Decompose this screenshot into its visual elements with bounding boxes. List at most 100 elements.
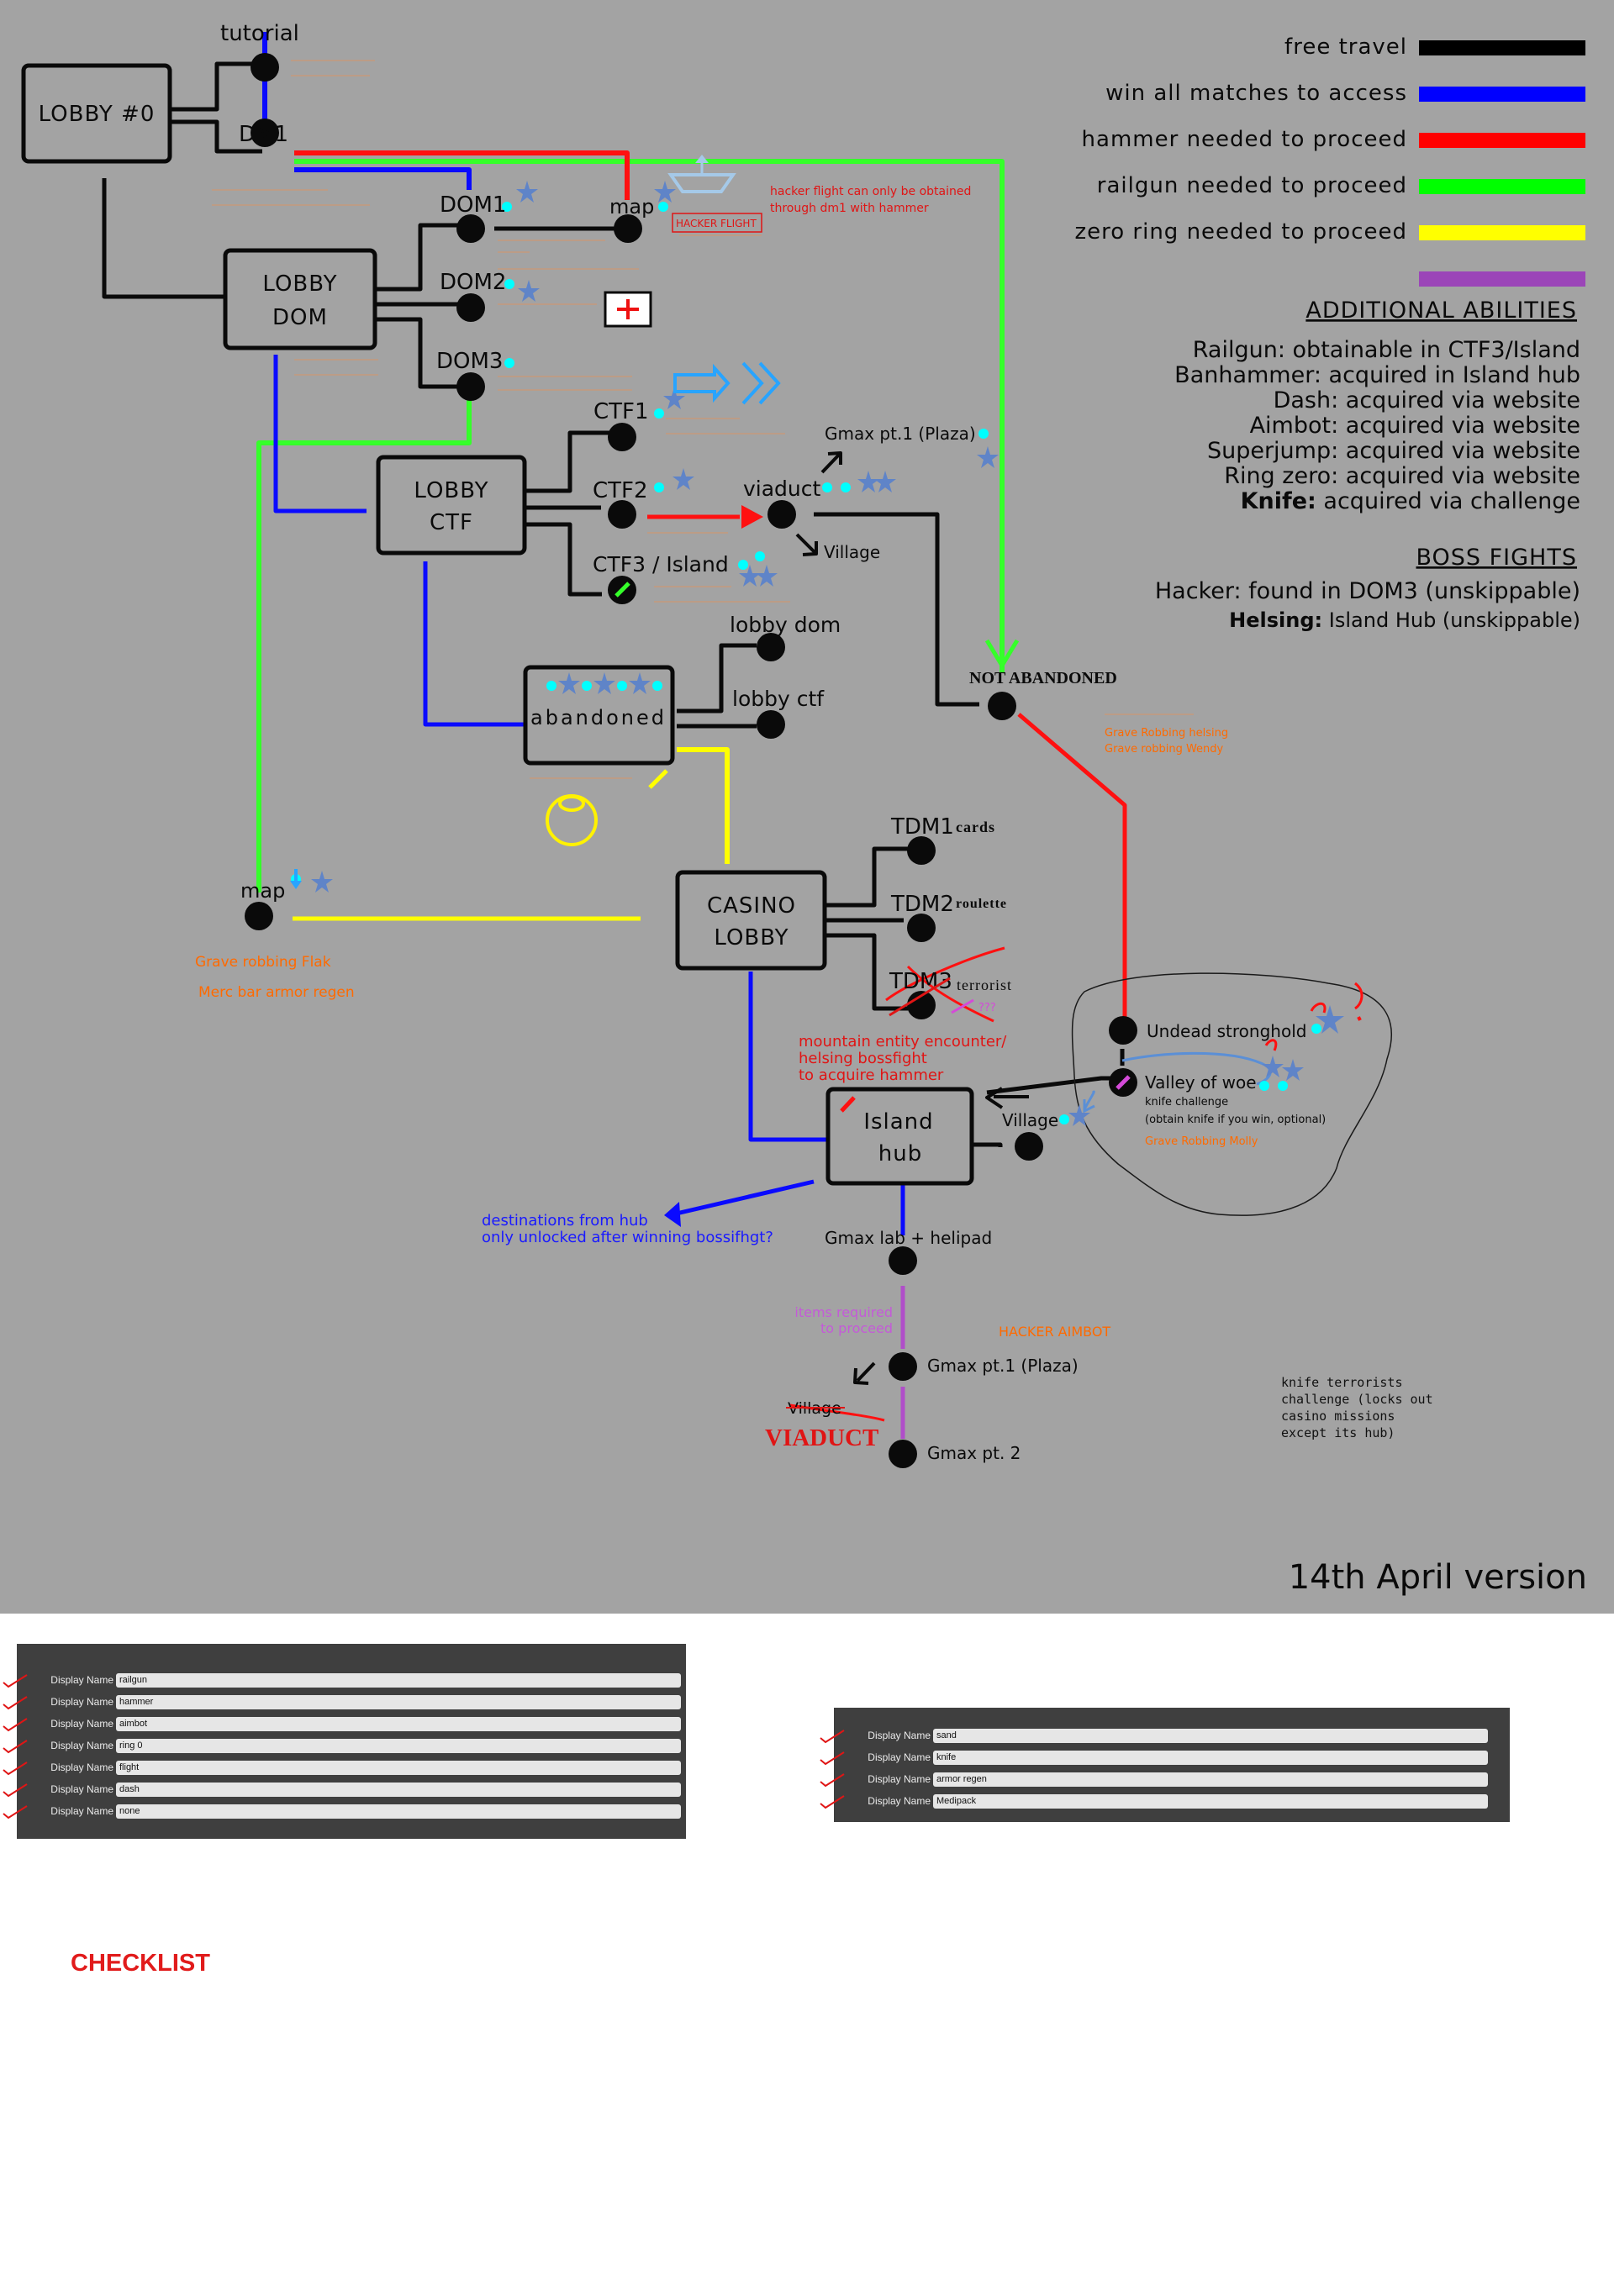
display-name-field[interactable]: flight xyxy=(116,1761,681,1775)
display-name-label: Display Name xyxy=(868,1795,931,1807)
node-viaduct[interactable] xyxy=(767,500,796,529)
note-hacker-flight-2: through dm1 with hammer xyxy=(770,202,929,215)
display-name-field[interactable]: railgun xyxy=(116,1673,681,1688)
label-ctf3: CTF3 / Island xyxy=(593,552,729,577)
label-lobby-ctf: lobby ctf xyxy=(732,687,825,711)
path-railgun-dm1-notabandoned xyxy=(294,159,1005,672)
node-gmax-lab[interactable] xyxy=(889,1246,917,1275)
island-outline xyxy=(1071,972,1393,1216)
island-box xyxy=(825,1087,974,1186)
display-name-field[interactable]: Medipack xyxy=(933,1794,1488,1809)
node-ctf1[interactable] xyxy=(608,423,636,451)
map-nodes xyxy=(245,53,1137,1468)
ability-name-2: Dash: xyxy=(1274,387,1339,413)
ability-name-3: Aimbot: xyxy=(1250,413,1339,439)
arrow-village-struck-head xyxy=(853,1367,869,1385)
note-knife-3: casino missions xyxy=(1281,1409,1395,1424)
node-ctf2[interactable] xyxy=(608,500,636,529)
level-map-diagram: LOBBY #0 LOBBY DOM LOBBY CTF abandoned C… xyxy=(0,0,1614,1614)
legend-swatch-4 xyxy=(1419,225,1585,240)
note-map2-2: Merc bar armor regen xyxy=(198,984,355,1001)
casino-box xyxy=(675,870,827,971)
arrow-island-head xyxy=(985,1087,1004,1109)
node-gmax-pt2[interactable] xyxy=(889,1440,917,1468)
node-village-island[interactable] xyxy=(1015,1132,1043,1161)
label-gmax-lab: Gmax lab + helipad xyxy=(825,1228,992,1248)
node-map1[interactable] xyxy=(614,214,642,243)
legend-label-2: hammer needed to proceed xyxy=(1082,127,1407,152)
node-dom1[interactable] xyxy=(456,214,485,243)
arrow-village-struck xyxy=(856,1361,876,1382)
node-lobby-ctf[interactable] xyxy=(757,710,785,739)
check-mark-icon xyxy=(3,1761,28,1776)
node-undead[interactable] xyxy=(1109,1016,1137,1045)
node-lobby-dom[interactable] xyxy=(757,633,785,661)
display-name-field[interactable]: knife xyxy=(933,1751,1488,1765)
ability-row-5: Ring zero: acquired via website xyxy=(1224,463,1580,489)
arrow-railgun-notab xyxy=(984,639,1020,668)
label-tdm3-note: terrorist xyxy=(957,977,1012,993)
island-label-1: Island xyxy=(863,1109,933,1135)
node-dom2[interactable] xyxy=(456,293,485,322)
label-viaduct: viaduct xyxy=(743,477,821,501)
legend-label-0: free travel xyxy=(1284,34,1407,60)
checklist-title: CHECKLIST xyxy=(71,1950,210,1977)
label-map2: map xyxy=(240,879,285,903)
abilities-list: Railgun: obtainable in CTF3/IslandBanham… xyxy=(1174,337,1580,514)
check-mark-icon xyxy=(820,1773,845,1788)
arrow-gmax-plaza xyxy=(820,452,841,474)
display-name-field[interactable]: aimbot xyxy=(116,1717,681,1731)
note-notab-2: Grave robbing Wendy xyxy=(1105,743,1224,756)
map2-arrow-icon xyxy=(290,869,302,889)
lobbyctf-label-2: CTF xyxy=(430,510,473,535)
mark-ring-slash xyxy=(648,769,668,789)
legend-swatch-1 xyxy=(1419,87,1585,102)
ability-name-1: Banhammer: xyxy=(1174,362,1321,388)
display-name-field[interactable]: hammer xyxy=(116,1695,681,1709)
path-blue-dom-ctf xyxy=(273,355,367,513)
ability-name-5: Ring zero: xyxy=(1224,463,1338,489)
display-name-field[interactable]: dash xyxy=(116,1783,681,1797)
node-dom3[interactable] xyxy=(456,372,485,401)
hacker-flight-box xyxy=(672,213,762,233)
node-map2[interactable] xyxy=(245,902,273,930)
boss-helsing: Helsing: Island Hub (unskippable) xyxy=(1229,608,1580,632)
label-tdm2: TDM2 xyxy=(890,892,954,917)
note-mountain-2: helsing bossfight xyxy=(799,1050,927,1067)
node-tdm2[interactable] xyxy=(907,914,936,942)
node-gmax-pt1[interactable] xyxy=(889,1352,917,1381)
ability-row-1: Banhammer: acquired in Island hub xyxy=(1174,362,1580,388)
label-tutorial: tutorial xyxy=(220,21,299,46)
boss-helsing-name: Helsing: xyxy=(1229,608,1322,632)
note-destinations-1: destinations from hub xyxy=(482,1212,648,1230)
display-name-field[interactable]: ring 0 xyxy=(116,1739,681,1753)
node-tutorial[interactable] xyxy=(251,53,279,82)
lobby0-box xyxy=(21,63,172,164)
display-name-field[interactable]: none xyxy=(116,1804,681,1819)
node-not-abandoned[interactable] xyxy=(988,692,1016,720)
lobbydom-label-1: LOBBY xyxy=(262,271,337,297)
display-name-field[interactable]: armor regen xyxy=(933,1772,1488,1787)
node-tdm3[interactable] xyxy=(907,991,936,1019)
display-name-field[interactable]: sand xyxy=(933,1729,1488,1743)
node-dm1[interactable] xyxy=(251,118,279,147)
label-tdm1-note: cards xyxy=(956,819,995,835)
label-valley-note2: (obtain knife if you win, optional) xyxy=(1145,1114,1326,1126)
check-mark-icon xyxy=(820,1795,845,1809)
version-label: 14th April version xyxy=(1289,1558,1587,1597)
label-gmax-pt1: Gmax pt.1 (Plaza) xyxy=(927,1356,1079,1376)
label-undead: Undead stronghold xyxy=(1147,1021,1306,1041)
note-knife-1: knife terrorists xyxy=(1281,1375,1403,1390)
ability-desc-6: acquired via challenge xyxy=(1323,488,1580,514)
node-tdm1[interactable] xyxy=(907,836,936,865)
ring-zero-icon xyxy=(546,794,598,846)
note-mountain-3: to acquire hammer xyxy=(799,1066,944,1084)
legend-swatch-5 xyxy=(1419,271,1585,287)
label-gmax-plaza-top: Gmax pt.1 (Plaza) xyxy=(825,424,976,444)
legend-swatch-3 xyxy=(1419,179,1585,194)
check-mark-icon xyxy=(3,1696,28,1710)
